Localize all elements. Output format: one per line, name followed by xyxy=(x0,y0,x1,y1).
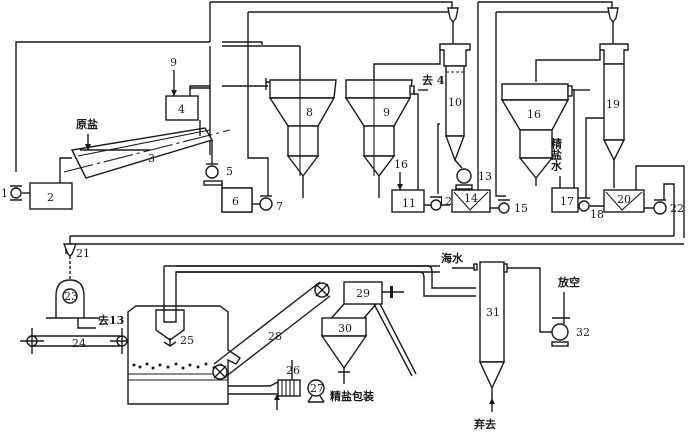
label-3: 3 xyxy=(148,152,155,165)
label-24: 24 xyxy=(72,337,86,350)
vacuum-pump-32 xyxy=(551,323,569,341)
cyclone-10 xyxy=(447,7,459,24)
label-2: 2 xyxy=(47,191,54,204)
label-19: 19 xyxy=(606,98,620,111)
fan-27 xyxy=(307,379,325,397)
label-6: 6 xyxy=(232,195,239,208)
label-15: 15 xyxy=(514,202,528,215)
raw-salt-label: 原盐 xyxy=(76,117,98,131)
label-30: 30 xyxy=(338,322,352,335)
label-8: 8 xyxy=(306,106,313,119)
heater-26 xyxy=(277,379,301,397)
evaporator-8 xyxy=(268,97,336,127)
to-13-label: 去13 xyxy=(98,313,124,327)
label-14: 14 xyxy=(464,192,478,205)
label-11: 11 xyxy=(402,197,416,210)
label-22: 22 xyxy=(670,202,684,215)
lower-left-section: 21 23 去13 24 25 xyxy=(20,243,440,405)
label-25: 25 xyxy=(180,334,194,347)
label-26: 26 xyxy=(286,364,300,377)
label-4: 4 xyxy=(178,103,185,116)
lower-mid-section: 28 26 27 29 30 精盐包装 xyxy=(176,265,476,410)
tank-4 xyxy=(165,95,199,121)
mid-piping xyxy=(65,235,684,254)
top-piping xyxy=(15,1,619,200)
label-10: 10 xyxy=(448,96,462,109)
label-7: 7 xyxy=(276,200,283,213)
fine-brine-label: 精盐水 xyxy=(550,137,563,172)
pump-7 xyxy=(259,197,273,211)
packaging-label: 精盐包装 xyxy=(330,389,374,403)
label-1: 1 xyxy=(1,187,8,200)
evaporator-9 xyxy=(344,97,412,127)
pump-18 xyxy=(578,200,590,212)
label-32: 32 xyxy=(576,326,590,339)
label-27: 27 xyxy=(310,382,324,395)
label-5: 5 xyxy=(226,165,233,178)
label-20: 20 xyxy=(617,193,631,206)
cyclone-19 xyxy=(607,7,619,24)
label-18: 18 xyxy=(590,208,604,221)
tank-17 xyxy=(551,187,579,213)
label-9-inlet: 9 xyxy=(170,56,177,69)
pump-15 xyxy=(498,202,510,214)
tank-11 xyxy=(391,189,425,213)
condenser-section: 海水 31 弃去 32 放空 xyxy=(441,251,590,431)
left-section: 1 2 3 原盐 4 9 5 6 7 xyxy=(1,56,283,213)
label-23: 23 xyxy=(64,290,78,303)
discard-label: 弃去 xyxy=(473,417,496,431)
evaporators-8-9: 8 9 去 4 xyxy=(265,46,445,198)
label-13: 13 xyxy=(478,170,492,183)
crystallizer-10-section: 10 11 16 12 13 14 15 xyxy=(391,43,528,215)
label-12: 12 xyxy=(438,195,452,208)
screen-29 xyxy=(343,281,383,305)
label-16: 16 xyxy=(527,108,541,121)
seawater-label: 海水 xyxy=(441,251,464,265)
thickener-14 xyxy=(451,189,491,213)
tank-2 xyxy=(29,182,73,210)
to-4-label: 去 4 xyxy=(422,73,445,87)
label-16-inlet: 16 xyxy=(394,158,408,171)
label-29: 29 xyxy=(356,287,370,300)
label-21: 21 xyxy=(76,247,90,260)
tank-6 xyxy=(221,187,253,213)
label-31: 31 xyxy=(486,306,500,319)
vent-label: 放空 xyxy=(557,275,580,289)
label-28: 28 xyxy=(268,330,282,343)
cyclone-21 xyxy=(62,243,78,257)
pump-5 xyxy=(205,165,219,179)
evaporator-16-section: 16 精盐水 17 18 19 20 22 xyxy=(500,43,685,238)
label-9: 9 xyxy=(383,106,390,119)
pump-1 xyxy=(10,187,22,199)
label-17: 17 xyxy=(560,195,574,208)
thickener-20 xyxy=(603,189,645,213)
pump-13 xyxy=(456,168,472,184)
pump-22 xyxy=(653,201,667,215)
